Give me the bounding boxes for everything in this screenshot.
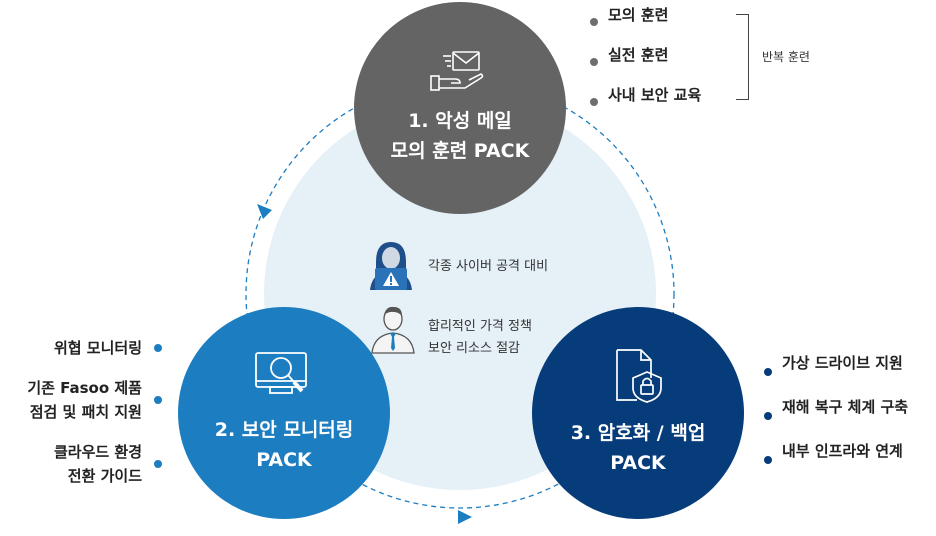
pack-3-title-line-2: PACK <box>610 452 666 474</box>
pack-2-feature-list: 위협 모니터링 기존 Fasoo 제품 점검 및 패치 지원 클라우드 환경 전… <box>27 336 164 504</box>
pack-2-title-line-1: 2. 보안 모니터링 <box>214 419 354 441</box>
benefit-line: 보안 리소스 절감 <box>428 341 520 356</box>
pack-2-feature: 위협 모니터링 <box>27 336 164 360</box>
pack-2-feature-line: 클라우드 환경 <box>53 443 142 461</box>
pack-2-feature-line: 기존 Fasoo 제품 <box>27 379 142 397</box>
pack-2-feature-line: 위협 모니터링 <box>53 339 142 357</box>
businessman-icon <box>370 304 416 358</box>
hand-mail-icon <box>429 50 491 96</box>
benefit-cyber-attack: 각종 사이버 공격 대비 <box>428 259 549 274</box>
repeat-training-bracket <box>736 14 749 100</box>
repeat-training-label: 반복 훈련 <box>762 50 810 64</box>
pack-1-feature: 사내 보안 교육 <box>588 82 701 122</box>
cycle-arrow-bottom <box>458 510 472 524</box>
hacker-warning-icon <box>366 236 416 296</box>
pack-2-circle: 2. 보안 모니터링 PACK <box>178 307 390 519</box>
pack-1-title-line-1: 1. 악성 메일 <box>408 110 512 132</box>
pack-3-feature: 내부 인프라와 연계 <box>762 438 908 482</box>
pack-1-circle: 1. 악성 메일 모의 훈련 PACK <box>354 2 566 214</box>
pack-2-feature: 기존 Fasoo 제품 점검 및 패치 지원 <box>27 376 164 424</box>
document-lock-shield-icon <box>611 348 665 408</box>
pack-2-feature-line: 점검 및 패치 지원 <box>29 403 142 421</box>
pack-2-feature: 클라우드 환경 전환 가이드 <box>27 440 164 488</box>
pack-2-feature-line: 전환 가이드 <box>67 467 142 485</box>
pack-3-feature-list: 가상 드라이브 지원 재해 복구 체계 구축 내부 인프라와 연계 <box>762 350 908 482</box>
pack-3-title-line-1: 3. 암호화 / 백업 <box>570 422 706 444</box>
pack-3-feature: 재해 복구 체계 구축 <box>762 394 908 438</box>
pack-1-feature: 모의 훈련 <box>588 2 701 42</box>
benefit-cost-resources: 합리적인 가격 정책 보안 리소스 절감 <box>428 316 532 360</box>
pack-1-title-line-2: 모의 훈련 PACK <box>390 140 530 162</box>
pack-2-title-line-2: PACK <box>256 449 312 471</box>
pack-3-circle: 3. 암호화 / 백업 PACK <box>532 307 744 519</box>
pack-3-feature: 가상 드라이브 지원 <box>762 350 908 394</box>
benefit-line: 합리적인 가격 정책 <box>428 319 532 334</box>
cycle-arrow-left <box>257 204 272 219</box>
pack-1-feature-list: 모의 훈련 실전 훈련 사내 보안 교육 <box>588 2 701 122</box>
pack-1-feature: 실전 훈련 <box>588 42 701 82</box>
monitor-magnifier-icon <box>252 351 316 405</box>
